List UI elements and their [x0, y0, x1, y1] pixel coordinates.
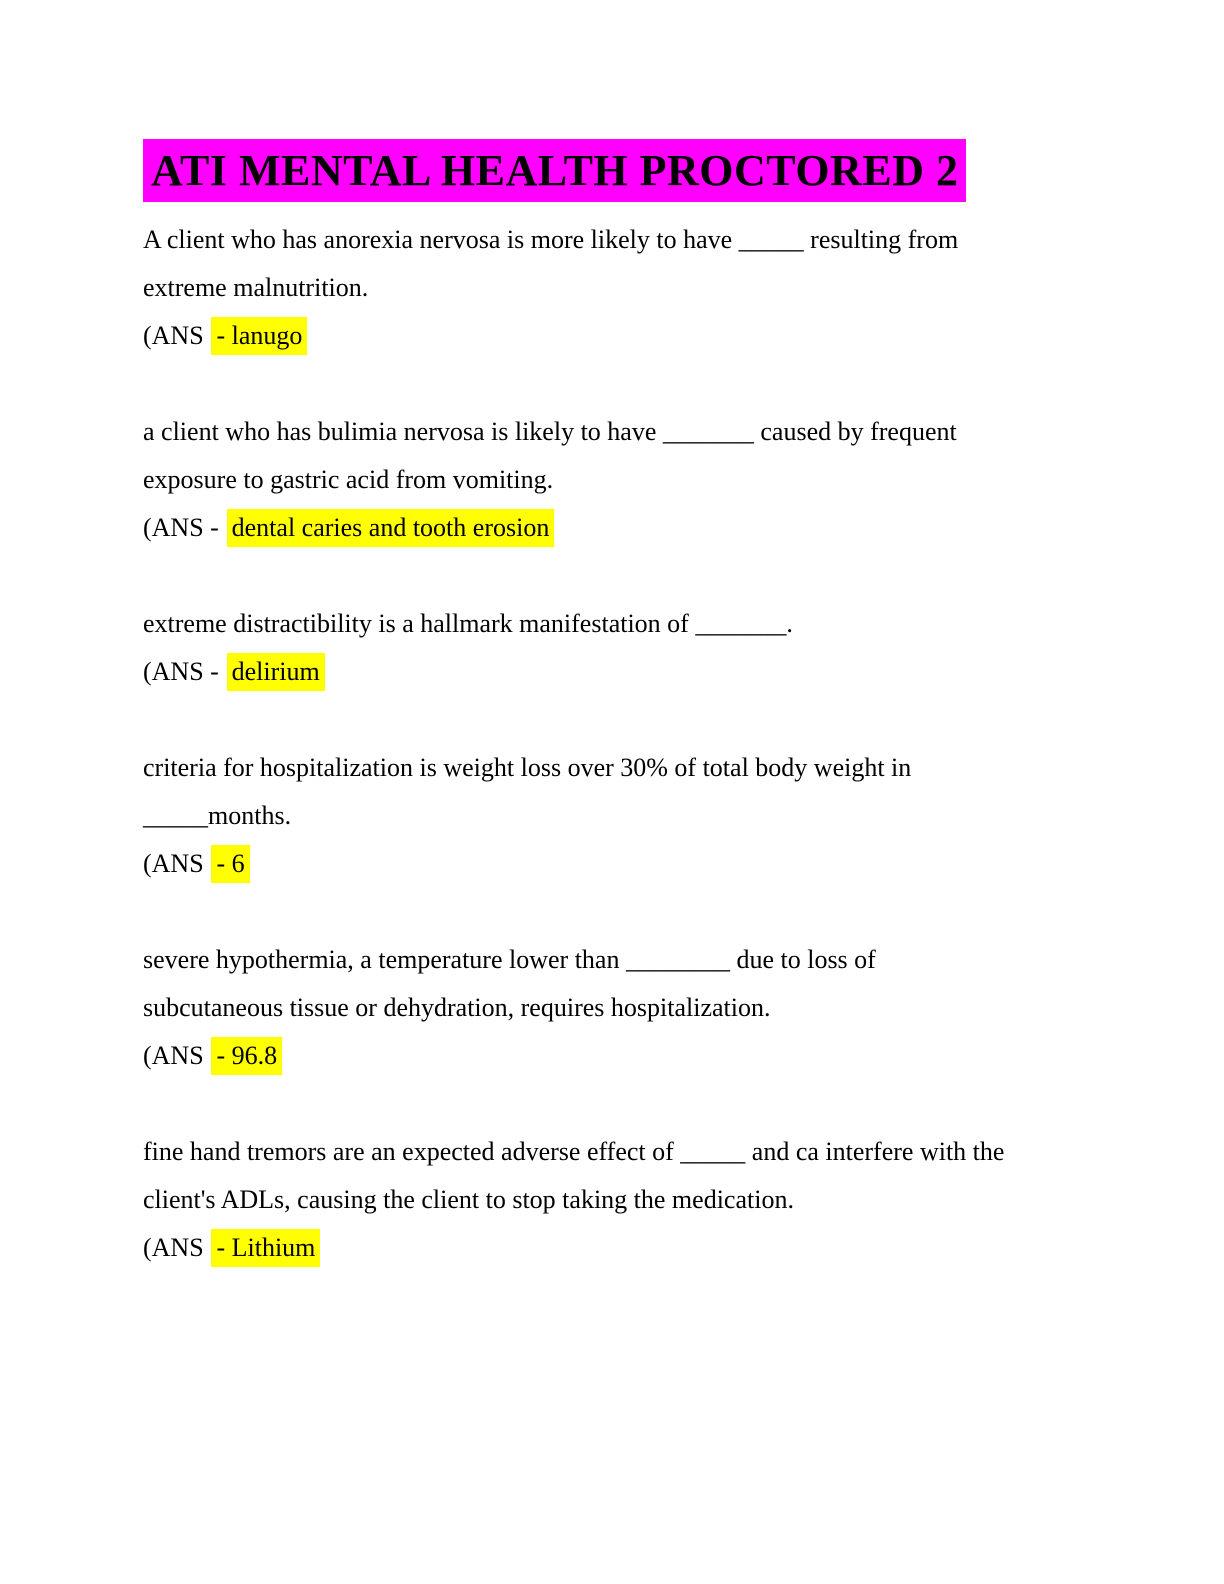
question-line: client's ADLs, causing the client to sto…: [143, 1185, 794, 1214]
qa-block-4: criteria for hospitalization is weight l…: [143, 744, 1184, 888]
answer-prefix: (ANS: [143, 1041, 204, 1070]
question-line: fine hand tremors are an expected advers…: [143, 1137, 1005, 1166]
qa-block-1: A client who has anorexia nervosa is mor…: [143, 216, 1184, 360]
answer-line: (ANS- 96.8: [143, 1032, 1184, 1080]
question-line: exposure to gastric acid from vomiting.: [143, 465, 554, 494]
question-line: subcutaneous tissue or dehydration, requ…: [143, 993, 771, 1022]
answer-prefix: (ANS: [143, 321, 204, 350]
answer-highlight: - 6: [211, 845, 250, 883]
question-line: a client who has bulimia nervosa is like…: [143, 417, 957, 446]
answer-prefix: (ANS -: [143, 657, 219, 686]
page-title: ATI MENTAL HEALTH PROCTORED 2: [143, 139, 1184, 206]
answer-highlight: - 96.8: [211, 1037, 283, 1075]
answer-prefix: (ANS: [143, 1233, 204, 1262]
question-line: severe hypothermia, a temperature lower …: [143, 945, 876, 974]
question-line: extreme malnutrition.: [143, 273, 369, 302]
answer-highlight: - Lithium: [211, 1229, 321, 1267]
document-content: ATI MENTAL HEALTH PROCTORED 2 A client w…: [143, 139, 1184, 1320]
question-line: A client who has anorexia nervosa is mor…: [143, 225, 959, 254]
answer-highlight: - lanugo: [211, 317, 308, 355]
answer-line: (ANS -delirium: [143, 648, 1184, 696]
answer-line: (ANS- 6: [143, 840, 1184, 888]
qa-block-3: extreme distractibility is a hallmark ma…: [143, 600, 1184, 696]
answer-prefix: (ANS: [143, 849, 204, 878]
question-line: criteria for hospitalization is weight l…: [143, 753, 912, 782]
answer-highlight: dental caries and tooth erosion: [226, 509, 555, 547]
answer-line: (ANS- lanugo: [143, 312, 1184, 360]
answer-highlight: delirium: [226, 653, 325, 691]
page-title-highlight: ATI MENTAL HEALTH PROCTORED 2: [143, 139, 967, 202]
qa-block-6: fine hand tremors are an expected advers…: [143, 1128, 1184, 1272]
qa-block-2: a client who has bulimia nervosa is like…: [143, 408, 1184, 552]
question-line: extreme distractibility is a hallmark ma…: [143, 609, 793, 638]
answer-prefix: (ANS -: [143, 513, 219, 542]
qa-block-5: severe hypothermia, a temperature lower …: [143, 936, 1184, 1080]
answer-line: (ANS- Lithium: [143, 1224, 1184, 1272]
question-line: _____months.: [143, 801, 292, 830]
answer-line: (ANS -dental caries and tooth erosion: [143, 504, 1184, 552]
